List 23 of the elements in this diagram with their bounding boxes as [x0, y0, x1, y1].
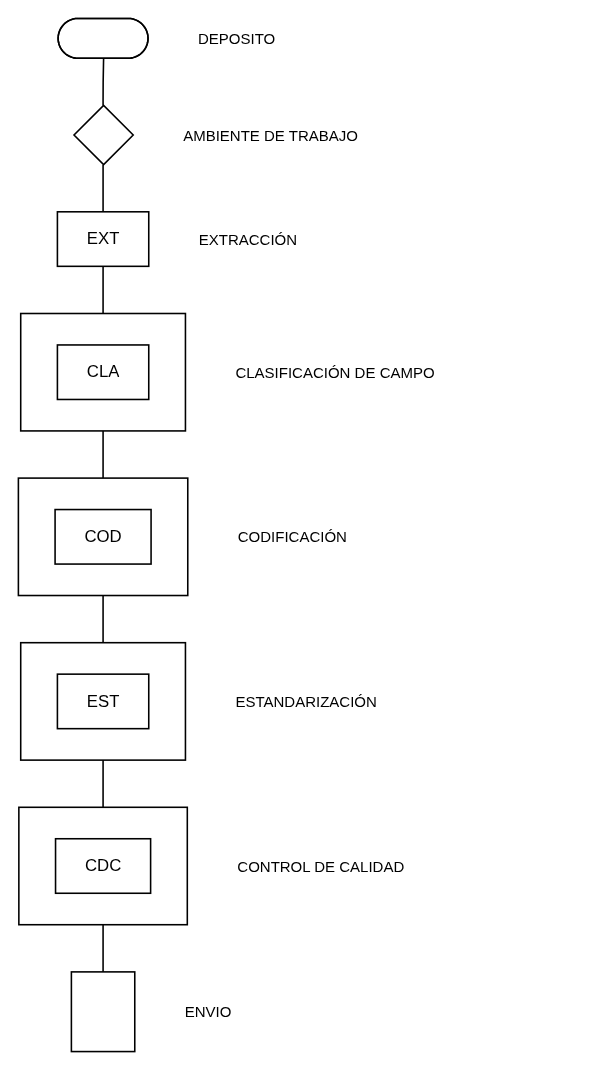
terminal-ellipse [57, 17, 149, 60]
connector-line [102, 265, 104, 315]
connector-line [102, 923, 104, 973]
step-caption: EXTRACCIÓN [198, 230, 298, 248]
connector-line [102, 430, 104, 479]
step-caption: CONTROL DE CALIDAD [237, 857, 405, 875]
process-box: CLA [56, 344, 150, 401]
process-box [70, 971, 136, 1053]
process-box: CDC [54, 837, 152, 895]
connector-line [102, 163, 104, 213]
process-box: EXT [56, 211, 150, 268]
step-caption: ESTANDARIZACIÓN [235, 692, 377, 710]
step-caption: AMBIENTE DE TRABAJO [183, 126, 358, 144]
step-caption: CLASIFICACIÓN DE CAMPO [235, 363, 435, 381]
process-box: EST [56, 673, 150, 730]
connector-line [102, 759, 104, 809]
decision-diamond [72, 104, 135, 166]
step-caption: DEPOSITO [198, 29, 276, 47]
connector-line [102, 58, 105, 107]
process-box: COD [54, 508, 152, 565]
connector-line [102, 594, 104, 644]
step-caption: CODIFICACIÓN [237, 528, 347, 546]
step-caption: ENVIO [184, 1003, 232, 1021]
